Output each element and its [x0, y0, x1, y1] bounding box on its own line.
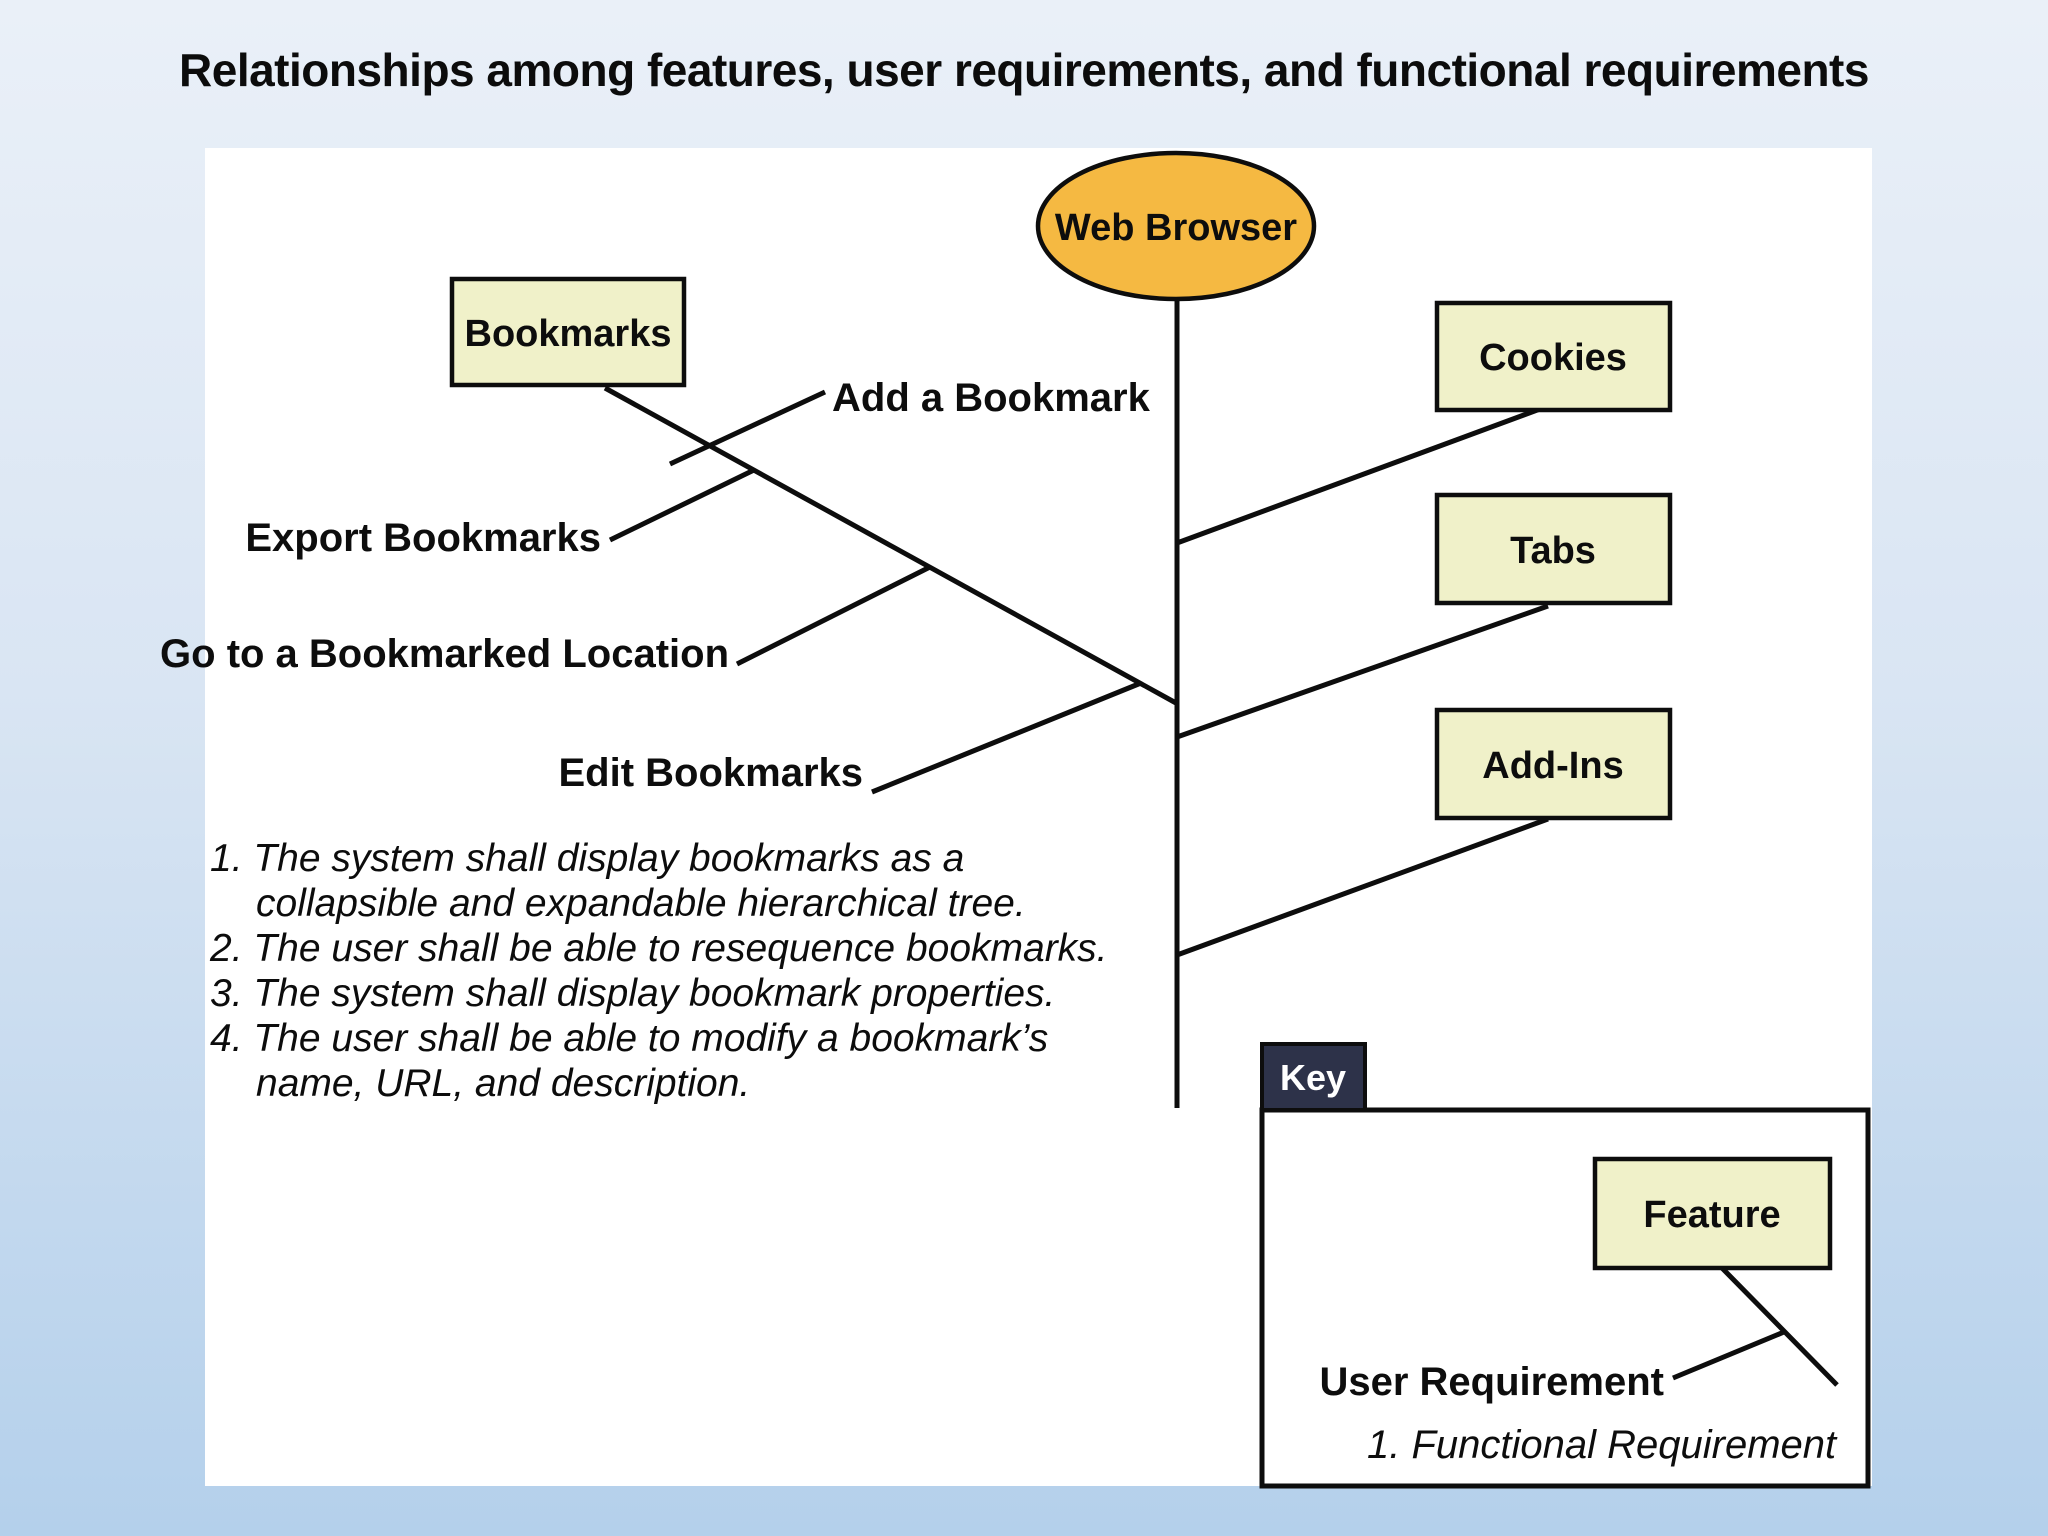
functional-requirement-item: 2. The user shall be able to resequence …	[210, 927, 1108, 970]
bookmarks-feature-line	[603, 385, 1178, 706]
key-tab	[1260, 1042, 1367, 1112]
key-functional-requirement-label: 1. Functional Requirement	[1367, 1423, 1838, 1467]
web-browser-ellipse	[1035, 150, 1317, 302]
cookies-feature-line	[1176, 406, 1541, 546]
add-ins-feature-line	[1176, 816, 1549, 958]
add-a-bookmark-label: Add a Bookmark	[832, 376, 1151, 420]
go-to-bookmarked-location-branch-line	[735, 564, 932, 667]
key-feature-line	[1720, 1266, 1839, 1387]
tabs-feature-line	[1176, 603, 1549, 740]
key-feature-label: Feature	[1643, 1194, 1780, 1236]
add-ins-box	[1434, 707, 1673, 821]
functional-requirement-item: 3. The system shall display bookmark pro…	[210, 972, 1056, 1015]
key-user-requirement-label: User Requirement	[1319, 1360, 1664, 1404]
edit-bookmarks-label: Edit Bookmarks	[558, 751, 863, 795]
export-bookmarks-branch-line	[608, 467, 756, 543]
go-to-bookmarked-location-label: Go to a Bookmarked Location	[160, 632, 729, 676]
functional-requirement-item: 4. The user shall be able to modify a bo…	[210, 1017, 1049, 1105]
functional-requirement-item: 1. The system shall display bookmarks as…	[210, 837, 1026, 925]
export-bookmarks-label: Export Bookmarks	[245, 516, 601, 560]
key-feature-box	[1592, 1156, 1833, 1271]
add-ins-label: Add-Ins	[1482, 745, 1623, 787]
add-a-bookmark-branch-line	[668, 389, 827, 467]
web-browser-label: Web Browser	[1055, 207, 1297, 249]
edit-bookmarks-branch-line	[871, 680, 1142, 795]
bookmarks-box	[449, 276, 687, 388]
cookies-label: Cookies	[1479, 337, 1627, 379]
key-title: Key	[1280, 1057, 1346, 1098]
bookmarks-label: Bookmarks	[465, 313, 672, 355]
key-user-requirement-branch-line	[1672, 1329, 1785, 1381]
tabs-label: Tabs	[1510, 530, 1596, 572]
page-title: Relationships among features, user requi…	[179, 44, 1869, 96]
tabs-box	[1434, 492, 1673, 606]
cookies-box	[1434, 300, 1673, 413]
functional-requirements-list: 1. The system shall display bookmarks as…	[210, 836, 1160, 1106]
